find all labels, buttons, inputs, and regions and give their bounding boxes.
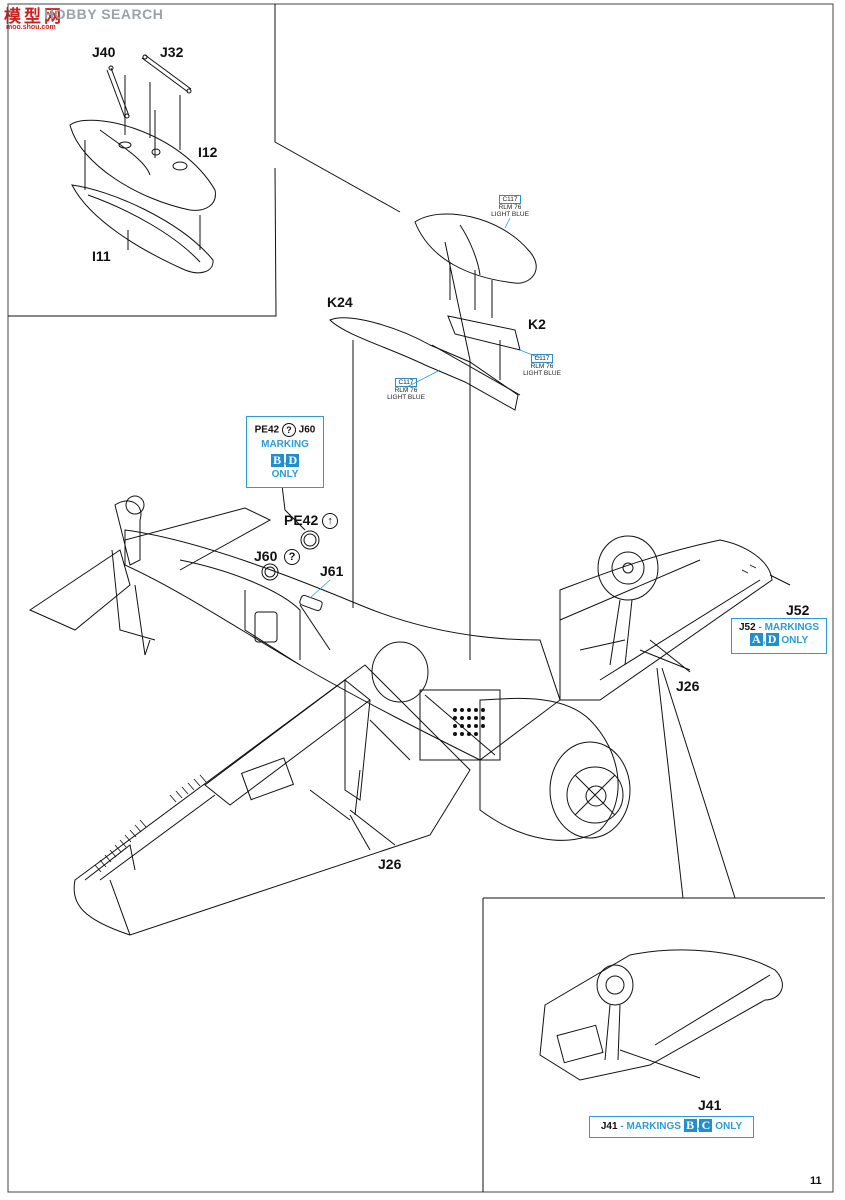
main-gear-right <box>579 535 659 666</box>
logo-char-3: 网 <box>44 7 61 27</box>
marking-letter-d: D <box>765 633 779 646</box>
marking-only: ONLY <box>715 1121 743 1132</box>
marking-j60: J60 <box>298 424 316 436</box>
logo-text: HOBBY SEARCH <box>44 6 164 22</box>
label-k2: K2 <box>528 316 546 332</box>
tank-rod-j40 <box>106 65 130 119</box>
color-rlm: RLM 76 <box>530 363 554 370</box>
marking-letters: B,D <box>247 451 323 469</box>
marking-box-j52: J52 - MARKINGS A,D ONLY <box>731 618 827 654</box>
marking-sep: , <box>762 635 766 646</box>
j26-rod-right <box>649 639 691 673</box>
pe42-ring <box>300 530 320 550</box>
marking-dash: - <box>758 622 762 633</box>
marking-only: ONLY <box>271 469 299 480</box>
leader-to-inset <box>656 667 736 899</box>
inset-frame-top-left <box>8 4 401 317</box>
marking-part: J52 <box>738 622 756 633</box>
wheel-well <box>419 689 501 761</box>
page-number: 11 <box>810 1175 822 1187</box>
color-callout-k2: C117 RLM 76 LIGHT BLUE <box>514 354 570 377</box>
color-name: LIGHT BLUE <box>491 211 529 218</box>
label-pe42: PE42 <box>284 512 319 528</box>
marking-title: MARKINGS <box>626 1121 681 1132</box>
label-j41: J41 <box>698 1097 722 1113</box>
marking-only: ONLY <box>781 635 809 646</box>
inset-frame-bottom-right <box>482 897 825 1192</box>
marking-letter-c: C <box>699 1119 713 1132</box>
fuselage <box>124 529 561 761</box>
label-j60: J60 <box>254 548 278 564</box>
tail-section <box>28 495 272 656</box>
color-code: C117 <box>531 354 553 363</box>
marking-title: MARKING <box>261 439 309 450</box>
left-wing <box>73 664 471 936</box>
marking-box-pe42-j60: PE42 ? J60 MARKING B,D ONLY <box>246 416 324 488</box>
page-border <box>7 3 834 1193</box>
marking-sep: , <box>283 456 287 467</box>
optional-part-icon: ? <box>284 549 300 565</box>
right-wing <box>559 539 791 701</box>
bend-up-icon: ↑ <box>322 513 339 530</box>
label-j61: J61 <box>320 563 344 579</box>
color-code: C117 <box>499 195 521 204</box>
label-j52: J52 <box>786 602 810 618</box>
marking-pe42: PE42 <box>254 424 280 436</box>
wheel-well-perforations <box>453 708 485 736</box>
label-j40: J40 <box>92 44 116 60</box>
color-code: C117 <box>395 378 417 387</box>
color-callout-k24: C117 RLM 76 LIGHT BLUE <box>378 378 434 401</box>
fairing-part <box>414 213 537 284</box>
color-name: LIGHT BLUE <box>387 394 425 401</box>
pe42-label-group: PE42 ↑ <box>284 512 339 530</box>
marking-dash: - <box>620 1121 624 1132</box>
label-j32: J32 <box>160 44 184 60</box>
color-rlm: RLM 76 <box>498 204 522 211</box>
optional-part-icon: ? <box>281 423 296 437</box>
k24-part <box>329 317 521 411</box>
marking-box-j41: J41 - MARKINGS B,C ONLY <box>589 1116 754 1138</box>
color-rlm: RLM 76 <box>394 387 418 394</box>
color-callout-fairing: C117 RLM 76 LIGHT BLUE <box>482 195 538 218</box>
marking-letter-b: B <box>683 1119 697 1132</box>
marking-j52-row2: A,D ONLY <box>732 633 826 646</box>
inset-wing-detail <box>539 949 783 1081</box>
marking-title: MARKINGS <box>764 622 820 633</box>
tank-rod-j32 <box>141 54 192 94</box>
logo-char-2: 型 <box>24 7 41 27</box>
j60-ring <box>261 563 279 581</box>
marking-part: J41 <box>600 1121 618 1132</box>
j26-rod-left <box>349 814 371 851</box>
label-j26-right: J26 <box>676 678 700 694</box>
marking-parts-row: PE42 ? J60 <box>247 423 323 437</box>
label-i12: I12 <box>198 144 218 160</box>
logo-url: moo.shou.com <box>6 24 56 31</box>
main-gear-left <box>344 641 429 801</box>
marking-letter-b: B <box>270 454 284 467</box>
drop-tank-lower <box>71 184 214 274</box>
marking-letter-a: A <box>749 633 763 646</box>
drop-tank-upper <box>69 119 216 211</box>
marking-sep: , <box>696 1121 700 1132</box>
label-k24: K24 <box>327 294 353 310</box>
engine-cowling <box>479 697 631 841</box>
marking-letter-d: D <box>286 454 300 467</box>
label-j26-left: J26 <box>378 856 402 872</box>
wing-hatching <box>94 564 757 873</box>
label-i11: I11 <box>92 248 111 264</box>
marking-j52-row1: J52 - MARKINGS <box>732 622 826 633</box>
color-name: LIGHT BLUE <box>523 370 561 377</box>
